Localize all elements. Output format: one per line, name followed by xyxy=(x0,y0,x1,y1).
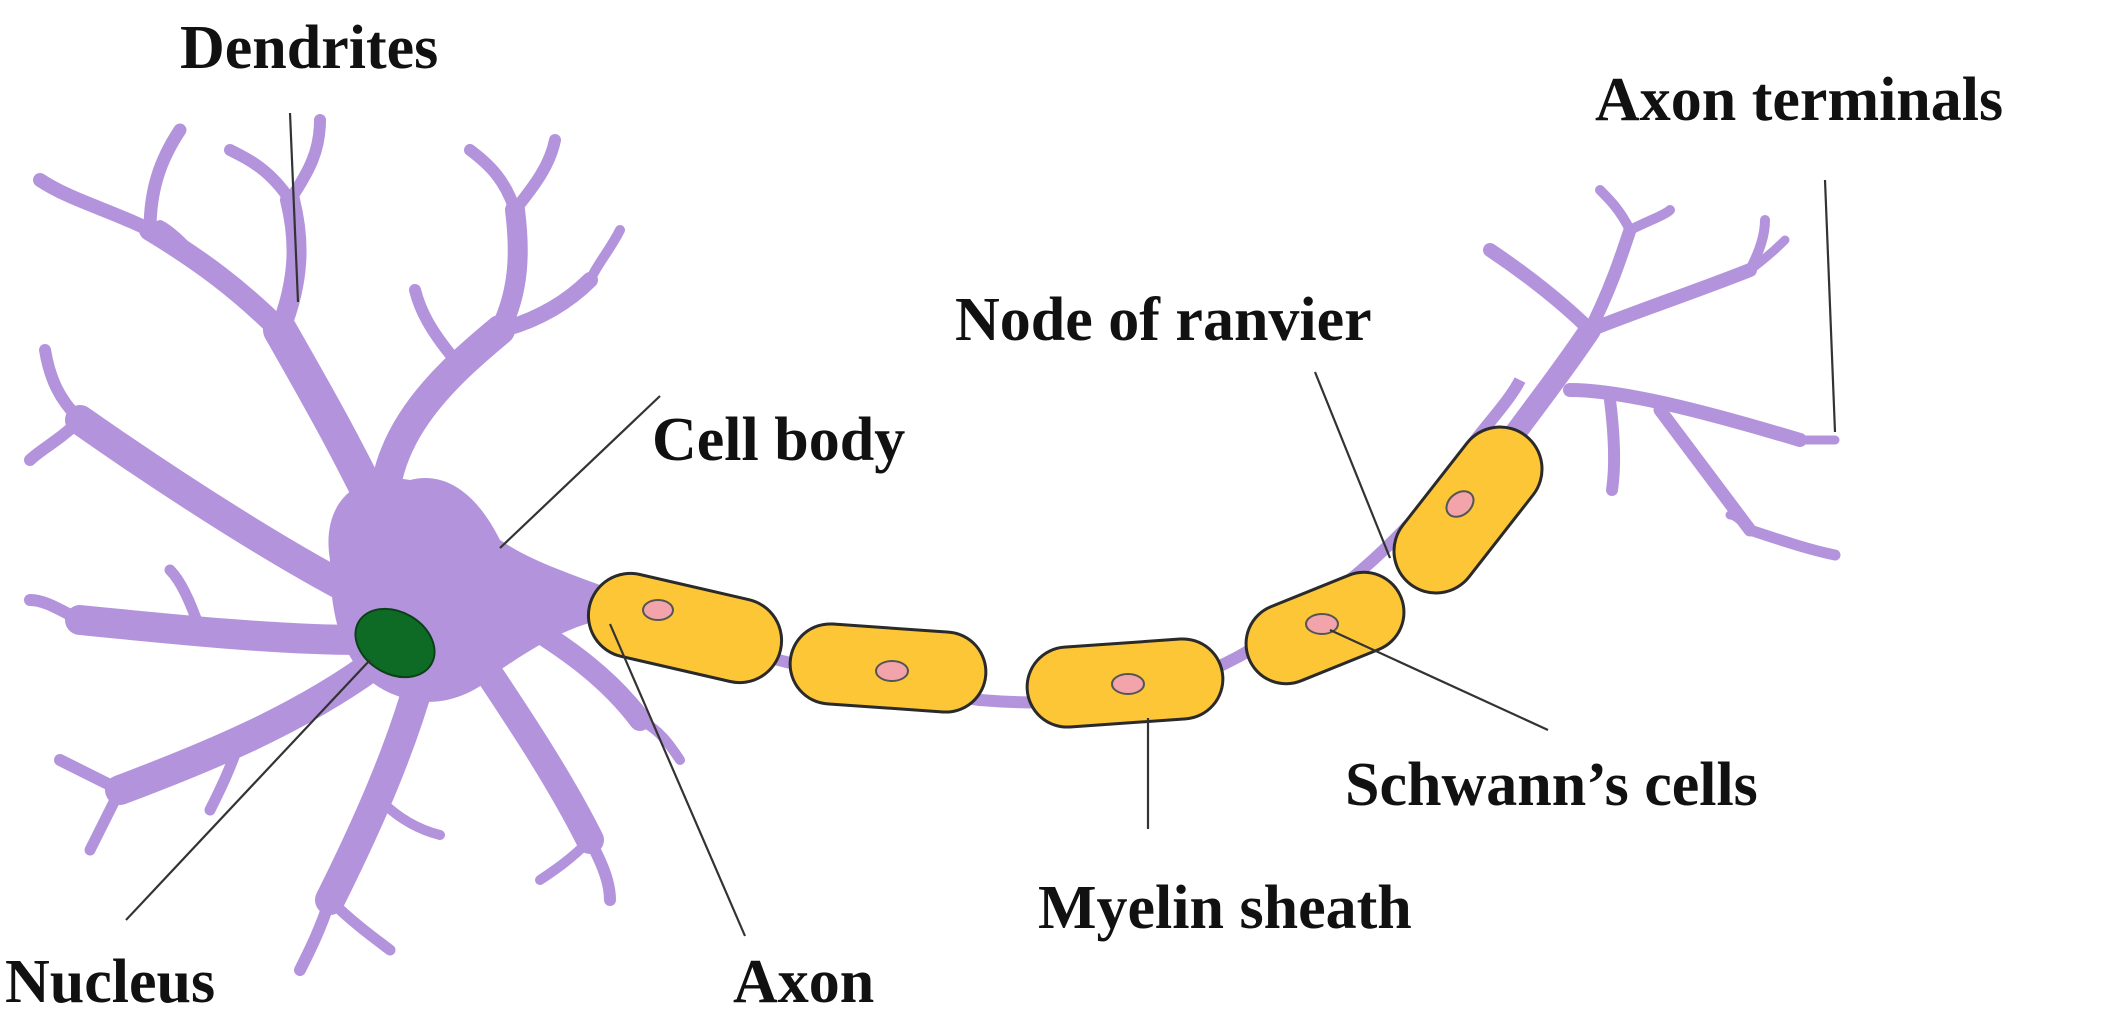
label-dendrites: Dendrites xyxy=(180,14,438,82)
node-of-ranvier-leader xyxy=(1313,371,1392,559)
axon-leader xyxy=(608,623,747,937)
labels: Dendrites Axon terminals Node of ranvier… xyxy=(5,14,2003,1016)
leader-lines xyxy=(125,112,1837,937)
nucleus xyxy=(354,607,436,679)
label-cell-body: Cell body xyxy=(652,406,905,474)
schwanns-cells-leader xyxy=(1329,629,1549,731)
cell-body-leader xyxy=(499,395,661,549)
cell-body xyxy=(328,478,600,702)
nucleus-leader xyxy=(125,659,371,921)
axon-terminals xyxy=(1483,185,1841,561)
label-node-of-ranvier: Node of ranvier xyxy=(955,286,1372,354)
dendrites-leader xyxy=(288,112,300,303)
schwann-cell-1 xyxy=(586,571,784,685)
label-axon-terminals: Axon terminals xyxy=(1595,66,2003,134)
label-schwanns-cells: Schwann’s cells xyxy=(1345,751,1758,819)
label-myelin-sheath: Myelin sheath xyxy=(1038,874,1412,942)
label-nucleus: Nucleus xyxy=(5,948,215,1016)
axon-terminals-leader xyxy=(1823,179,1837,433)
schwann-cell-nuclei xyxy=(642,490,1475,695)
label-axon: Axon xyxy=(733,948,874,1016)
